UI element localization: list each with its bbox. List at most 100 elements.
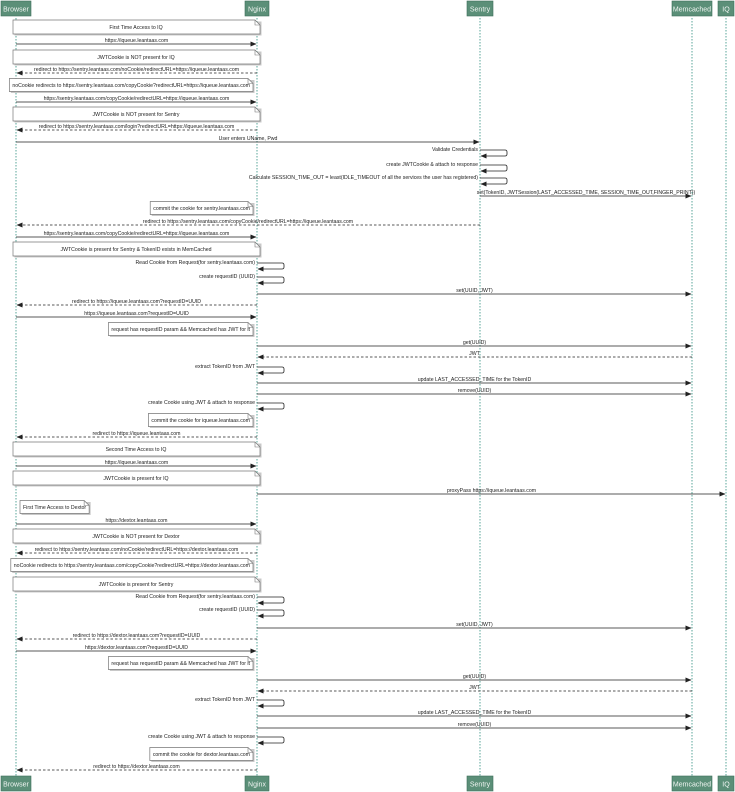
- message-label: remove(UUID): [458, 722, 492, 728]
- message-label: Read Cookie from Request(for sentry.lean…: [135, 260, 255, 266]
- message-label: redirect to https://sentry.leantaas.com/…: [35, 547, 239, 553]
- step-self: extract TokenID from JWT: [195, 364, 285, 376]
- message-label: JWT: [469, 685, 480, 691]
- note-box: [12, 470, 261, 486]
- message-label: https://iqueue.leantaas.com: [105, 460, 168, 466]
- message-label: create Cookie using JWT & attach to resp…: [148, 734, 255, 740]
- participant-label: Memcached: [673, 781, 711, 788]
- step-msg: proxyPass https://iqueue.leantaas.com: [257, 488, 726, 497]
- step-ret: JWT: [257, 351, 692, 360]
- message-label: extract TokenID from JWT: [195, 364, 256, 370]
- note-text: request has requestID param && Memcached…: [111, 327, 250, 333]
- participant-nginx-bottom[interactable]: Nginx: [244, 775, 270, 792]
- step-msg: set(TokenID, JWTSession(LAST_ACCESSED_TI…: [477, 190, 696, 199]
- self-message-arrow: [257, 609, 285, 619]
- step-over: JWTCookie is NOT present for Dextor: [12, 528, 262, 545]
- note-box: [12, 576, 261, 592]
- participant-iq-top[interactable]: IQ: [717, 0, 735, 17]
- step-ret: redirect to https://dextor.leantaas.com?…: [16, 633, 257, 642]
- self-message-arrow: [257, 736, 285, 746]
- note-text: noCookie redirects to https://sentry.lea…: [14, 563, 250, 569]
- step-msg: https://iqueue.leantaas.com: [16, 38, 257, 47]
- participant-memcached-top[interactable]: Memcached: [671, 0, 713, 17]
- message-label: Calculate SESSION_TIME_OUT = least(IDLE_…: [249, 175, 478, 181]
- participant-browser-top[interactable]: Browser: [0, 0, 32, 17]
- step-self: Calculate SESSION_TIME_OUT = least(IDLE_…: [249, 175, 508, 187]
- step-self: Validate Credentials: [432, 147, 508, 159]
- message-label: https://iqueue.leantaas.com: [105, 38, 168, 44]
- note-box: [149, 747, 254, 761]
- message-label: redirect to https://iqueue.leantaas.com: [93, 431, 181, 437]
- step-over: JWTCookie is NOT present for IQ: [12, 49, 262, 66]
- participant-sentry-top[interactable]: Sentry: [466, 0, 494, 17]
- note-box: [12, 441, 261, 457]
- note-box: [149, 201, 254, 215]
- participant-label: Nginx: [248, 6, 266, 13]
- message-label: redirect to https://sentry.leantaas.com/…: [143, 219, 353, 225]
- note-text: JWTCookie is present for Sentry: [99, 582, 174, 588]
- message-label: redirect to https://dextor.leantaas.com: [93, 764, 180, 770]
- note-box: [108, 322, 254, 336]
- note-box: [12, 106, 261, 122]
- participant-browser-bottom[interactable]: Browser: [0, 775, 32, 792]
- self-message-arrow: [257, 262, 285, 272]
- note-box: [12, 241, 261, 257]
- note-text: commit the cookie for sentry.leantaas.co…: [153, 206, 250, 212]
- message-label: update LAST_ACCESSED_TIME for the TokenI…: [418, 377, 532, 383]
- note-box: [12, 19, 261, 35]
- participant-label: IQ: [722, 781, 730, 788]
- note-box: [108, 656, 254, 670]
- self-message-arrow: [480, 164, 508, 174]
- step-ret: redirect to https://dextor.leantaas.com: [16, 764, 257, 773]
- note-text: First Time Access to Dextor: [23, 505, 86, 511]
- participant-label: Browser: [3, 781, 29, 788]
- step-over: JWTCookie is present for Sentry: [12, 576, 262, 593]
- step-ret: redirect to https://iqueue.leantaas.com?…: [16, 299, 257, 308]
- step-note: commit the cookie for sentry.leantaas.co…: [149, 201, 255, 216]
- message-label: create Cookie using JWT & attach to resp…: [148, 400, 255, 406]
- note-text: JWTCookie is NOT present for IQ: [97, 55, 174, 61]
- self-message-arrow: [257, 596, 285, 606]
- step-msg: https://sentry.leantaas.com/copyCookie/r…: [16, 96, 257, 105]
- step-msg: https://iqueue.leantaas.com?requestID=UU…: [16, 311, 257, 320]
- message-label: redirect to https://dextor.leantaas.com?…: [73, 633, 201, 639]
- participant-memcached-bottom[interactable]: Memcached: [671, 775, 713, 792]
- step-over: First Time Access to IQ: [12, 19, 262, 36]
- step-self: create Cookie using JWT & attach to resp…: [148, 734, 285, 746]
- self-message-arrow: [257, 276, 285, 286]
- participant-label: Browser: [3, 6, 29, 13]
- message-label: get(UUID): [463, 340, 487, 346]
- message-label: https://iqueue.leantaas.com?requestID=UU…: [84, 311, 189, 317]
- message-label: https://dextor.leantaas.com: [106, 518, 168, 524]
- note-text: commit the cookie for dextor.leantaas.co…: [153, 752, 250, 758]
- message-label: redirect to https://iqueue.leantaas.com?…: [72, 299, 201, 305]
- self-message-arrow: [257, 699, 285, 709]
- step-msg: User enters UName, Pwd: [16, 136, 480, 145]
- step-msg: get(UUID): [257, 340, 692, 349]
- message-label: update LAST_ACCESSED_TIME for the TokenI…: [418, 710, 532, 716]
- participant-label: Memcached: [673, 6, 711, 13]
- message-label: User enters UName, Pwd: [219, 136, 278, 142]
- participant-label: IQ: [722, 6, 730, 13]
- message-label: create JWTCookie & attach to response: [386, 162, 478, 168]
- participant-iq-bottom[interactable]: IQ: [717, 775, 735, 792]
- self-message-arrow: [257, 402, 285, 412]
- step-msg: https://sentry.leantaas.com/copyCookie/r…: [16, 231, 257, 240]
- message-label: JWT: [469, 351, 480, 357]
- step-note: commit the cookie for dextor.leantaas.co…: [149, 747, 255, 762]
- note-text: First Time Access to IQ: [109, 25, 162, 31]
- message-label: create requestID (UUID): [199, 274, 255, 280]
- self-message-arrow: [480, 149, 508, 159]
- step-noteright: First Time Access to Dextor: [19, 500, 91, 515]
- note-box: [8, 78, 254, 92]
- message-label: remove(UUID): [458, 388, 492, 394]
- participant-nginx-top[interactable]: Nginx: [244, 0, 270, 17]
- step-over: JWTCookie is present for IQ: [12, 470, 262, 487]
- step-msg: set(UUID, JWT): [257, 288, 692, 297]
- participant-label: Sentry: [470, 6, 491, 13]
- note-text: Second Time Access to IQ: [106, 447, 167, 453]
- step-ret: redirect to https://sentry.leantaas.com/…: [16, 67, 257, 76]
- participant-label: Sentry: [470, 781, 491, 788]
- participant-sentry-bottom[interactable]: Sentry: [466, 775, 494, 792]
- message-label: set(TokenID, JWTSession(LAST_ACCESSED_TI…: [477, 190, 696, 196]
